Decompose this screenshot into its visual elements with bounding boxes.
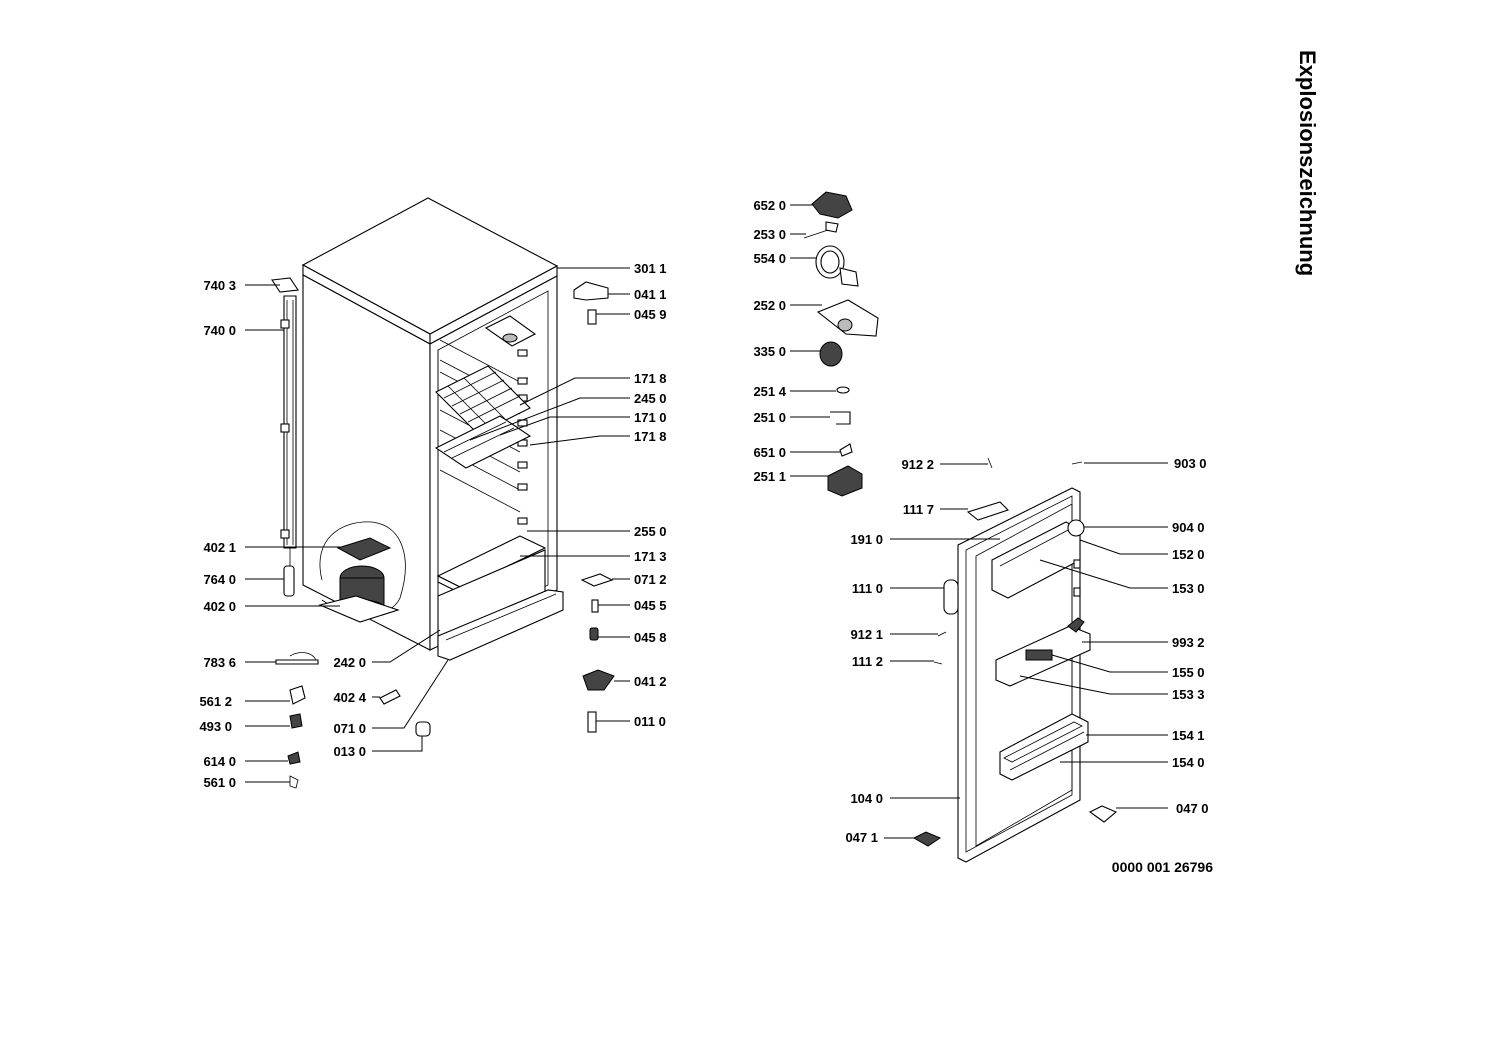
label-154-1: 154 1 [1172,728,1205,743]
label-111-0: 111 0 [852,581,883,596]
refrigerator-cabinet [271,197,564,661]
label-041-1: 041 1 [634,287,667,302]
label-561-0: 561 0 [203,775,236,790]
label-912-2: 912 2 [901,457,934,472]
label-245-0: 245 0 [634,391,667,406]
leader-lines [245,204,1168,839]
label-903-0: 903 0 [1174,456,1207,471]
page-title: Explosionszeichnung [1295,50,1320,277]
label-152-0: 152 0 [1172,547,1205,562]
label-242-0: 242 0 [333,655,366,670]
compressor [318,521,406,623]
label-252-0: 252 0 [753,298,786,313]
label-153-0: 153 0 [1172,581,1205,596]
loose-parts-left [275,652,431,789]
refrigerator-door [912,457,1118,863]
label-045-9: 045 9 [634,307,667,322]
label-071-2: 071 2 [634,572,667,587]
loose-parts-center [573,281,615,733]
label-493-0: 493 0 [199,719,232,734]
label-783-6: 783 6 [203,655,236,670]
label-740-3: 740 3 [203,278,236,293]
label-335-0: 335 0 [753,344,786,359]
label-171-8-upper: 171 8 [634,371,667,386]
label-912-1: 912 1 [850,627,883,642]
label-013-0: 013 0 [333,744,366,759]
label-651-0: 651 0 [753,445,786,460]
label-614-0: 614 0 [203,754,236,769]
label-402-1: 402 1 [203,540,236,555]
thermostat-parts [803,191,879,497]
label-251-1: 251 1 [753,469,786,484]
label-155-0: 155 0 [1172,665,1205,680]
label-993-2: 993 2 [1172,635,1205,650]
crisper-drawer-front [437,589,564,661]
label-904-0: 904 0 [1172,520,1205,535]
label-191-0: 191 0 [850,532,883,547]
label-301-1: 301 1 [634,261,667,276]
label-153-3: 153 3 [1172,687,1205,702]
label-251-4: 251 4 [753,384,786,399]
label-104-0: 104 0 [850,791,883,806]
label-554-0: 554 0 [753,251,786,266]
label-041-2: 041 2 [634,674,667,689]
label-764-0: 764 0 [203,572,236,587]
label-402-4: 402 4 [333,690,366,705]
label-253-0: 253 0 [753,227,786,242]
door-handle [943,579,959,615]
label-251-0: 251 0 [753,410,786,425]
label-171-3: 171 3 [634,549,667,564]
label-045-8: 045 8 [634,630,667,645]
wire-shelf [434,365,532,469]
label-047-1: 047 1 [845,830,878,845]
label-047-0: 047 0 [1176,801,1209,816]
label-045-5: 045 5 [634,598,667,613]
label-652-0: 652 0 [753,198,786,213]
label-171-0: 171 0 [634,410,667,425]
label-011-0: 011 0 [634,714,666,729]
label-255-0: 255 0 [634,524,667,539]
label-111-2: 111 2 [852,654,883,669]
part-labels: 740 3 740 0 402 1 764 0 402 0 783 6 561 … [199,198,1208,845]
label-402-0: 402 0 [203,599,236,614]
label-111-7: 111 7 [903,502,934,517]
document-number: 0000 001 26796 [1111,859,1213,875]
label-740-0: 740 0 [203,323,236,338]
label-071-0: 071 0 [333,721,366,736]
label-171-8-lower: 171 8 [634,429,667,444]
label-154-0: 154 0 [1172,755,1205,770]
condenser-coil [271,277,299,597]
label-561-2: 561 2 [199,694,232,709]
